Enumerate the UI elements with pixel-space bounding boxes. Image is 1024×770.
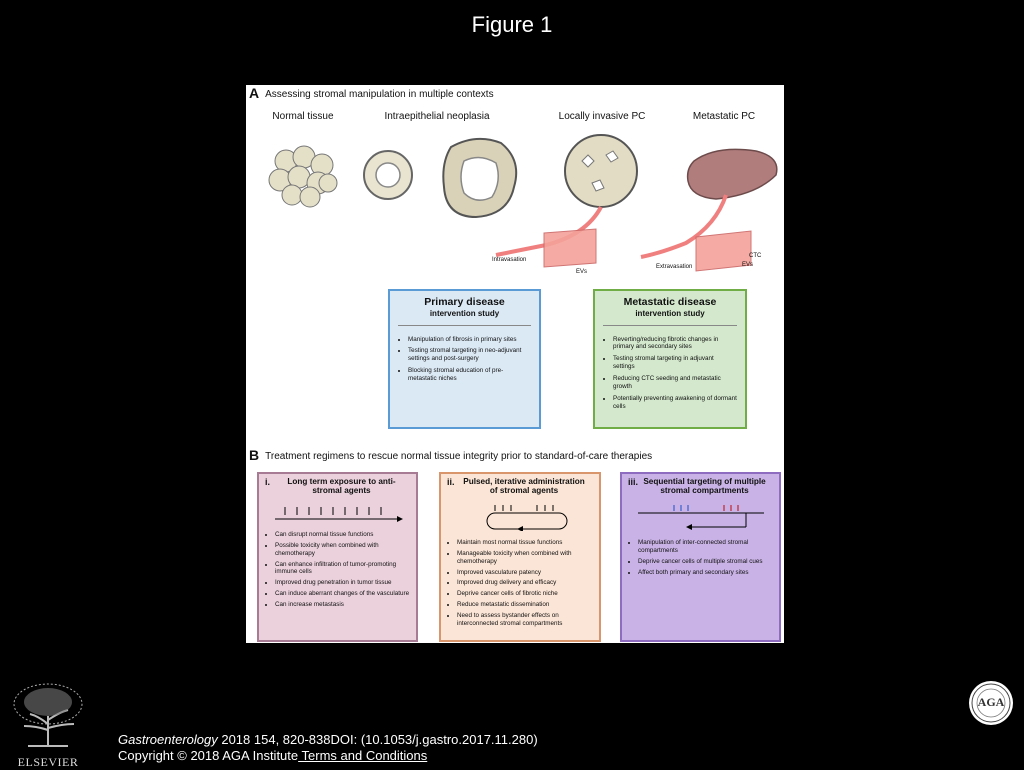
panel-b-letter: B — [249, 447, 260, 463]
liver-illustration — [640, 148, 778, 272]
elsevier-logo: ELSEVIER — [8, 680, 88, 769]
list-item: Reverting/reducing fibrotic changes in p… — [613, 336, 737, 352]
list-item: Deprive cancer cells of multiple stromal… — [638, 558, 773, 566]
regimen-title: Pulsed, iterative administration of stro… — [463, 477, 585, 496]
label-evs-2: EVs — [742, 262, 754, 268]
sequential-cycle-schema — [637, 505, 764, 530]
primary-disease-box: Primary disease intervention study Manip… — [388, 289, 541, 429]
metastatic-disease-box: Metastatic disease intervention study Re… — [593, 289, 747, 429]
slide-title: Figure 1 — [471, 12, 553, 37]
list-item: Need to assess bystander effects on inte… — [457, 612, 593, 628]
regimen-pulsed-box: ii. Pulsed, iterative administration of … — [439, 472, 601, 642]
label-extravasation: Extravasation — [656, 264, 693, 270]
primary-box-subtitle: intervention study — [429, 308, 500, 318]
list-item: Improved drug delivery and efficacy — [457, 579, 593, 587]
list-item: Deprive cancer cells of fibrotic niche — [457, 590, 593, 598]
figure-image: A Assessing stromal manipulation in multi… — [246, 85, 784, 643]
label-evs-1: EVs — [576, 269, 588, 275]
regimen-sequential-box: iii. Sequential targeting of multiple st… — [620, 472, 781, 642]
aga-seal-icon — [969, 681, 1013, 725]
regimen-title: Long term exposure to anti-stromal agent… — [287, 477, 396, 496]
context-label-normal: Normal tissue — [272, 111, 334, 122]
list-item: Can induce aberrant changes of the vascu… — [275, 590, 410, 598]
list-item: Manageable toxicity when combined with c… — [457, 550, 593, 566]
regimen-number: iii. — [628, 477, 639, 487]
list-item: Potentially preventing awakening of dorm… — [613, 395, 737, 411]
list-item: Can disrupt normal tissue functions — [275, 531, 410, 539]
regimen-number: i. — [265, 477, 271, 487]
list-item: Reduce metastatic dissemination — [457, 601, 593, 609]
copyright-line: Copyright © 2018 AGA Institute Terms and… — [118, 748, 427, 763]
normal-tissue-illustration — [268, 145, 338, 208]
primary-box-title: Primary disease — [424, 296, 505, 308]
context-label-metastatic: Metastatic PC — [692, 111, 756, 122]
regimen-number: ii. — [447, 477, 455, 487]
panel-b-heading: B Treatment regimens to rescue normal tis… — [249, 447, 652, 463]
panel-b-title: Treatment regimens to rescue normal tiss… — [265, 451, 653, 462]
neoplasia-large-illustration — [442, 137, 518, 219]
continuous-arrows-schema — [274, 507, 403, 522]
metastatic-box-title: Metastatic disease — [623, 296, 717, 308]
neoplasia-ring-illustration — [363, 150, 413, 200]
list-item: Testing stromal targeting in neo-adjuvan… — [408, 347, 531, 363]
regimen-long-term-box: i. Long term exposure to anti-stromal ag… — [257, 472, 418, 642]
list-item: Possible toxicity when combined with che… — [275, 542, 410, 558]
list-item: Blocking stromal education of pre-metast… — [408, 367, 531, 383]
tree-icon — [8, 680, 88, 750]
copyright-text: Copyright © 2018 AGA Institute — [118, 748, 299, 763]
label-intravasation: Intravasation — [492, 257, 527, 263]
list-item: Testing stromal targeting in adjuvant se… — [613, 355, 737, 371]
invasive-tumor-illustration — [495, 134, 638, 268]
terms-link[interactable]: Terms and Conditions — [298, 748, 428, 763]
list-item: Affect both primary and secondary sites — [638, 569, 773, 577]
list-item: Manipulation of inter-connected stromal … — [638, 539, 773, 555]
panel-a-letter: A — [249, 85, 260, 101]
list-item: Can enhance infiltration of tumor-promot… — [275, 561, 410, 577]
regimen-title: Sequential targeting of multiple stromal… — [643, 477, 766, 496]
context-label-intraepithelial: Intraepithelial neoplasia — [384, 111, 490, 122]
pulsed-cycle-schema — [486, 505, 568, 531]
tissue-illustrations — [268, 134, 778, 272]
list-item: Can increase metastasis — [275, 601, 410, 609]
citation-journal: Gastroenterology — [118, 732, 218, 747]
panel-a-heading: A Assessing stromal manipulation in multi… — [249, 85, 494, 101]
list-item: Manipulation of fibrosis in primary site… — [408, 336, 531, 344]
context-label-invasive: Locally invasive PC — [558, 111, 646, 122]
citation-line: Gastroenterology 2018 154, 820-838DOI: (… — [118, 732, 538, 747]
list-item: Improved vasculature patency — [457, 569, 593, 577]
panel-a-title: Assessing stromal manipulation in multip… — [265, 89, 494, 100]
list-item: Maintain most normal tissue functions — [457, 539, 593, 547]
aga-seal-logo: AGA — [968, 680, 1014, 726]
aga-seal-text: AGA — [977, 695, 1005, 709]
elsevier-wordmark: ELSEVIER — [17, 755, 79, 769]
list-item: Improved drug penetration in tumor tissu… — [275, 579, 410, 587]
citation-details: 2018 154, 820-838DOI: (10.1053/j.gastro.… — [217, 732, 538, 747]
metastatic-box-subtitle: intervention study — [635, 308, 705, 318]
list-item: Reducing CTC seeding and metastatic grow… — [613, 375, 737, 391]
label-ctc: CTC — [749, 253, 762, 259]
